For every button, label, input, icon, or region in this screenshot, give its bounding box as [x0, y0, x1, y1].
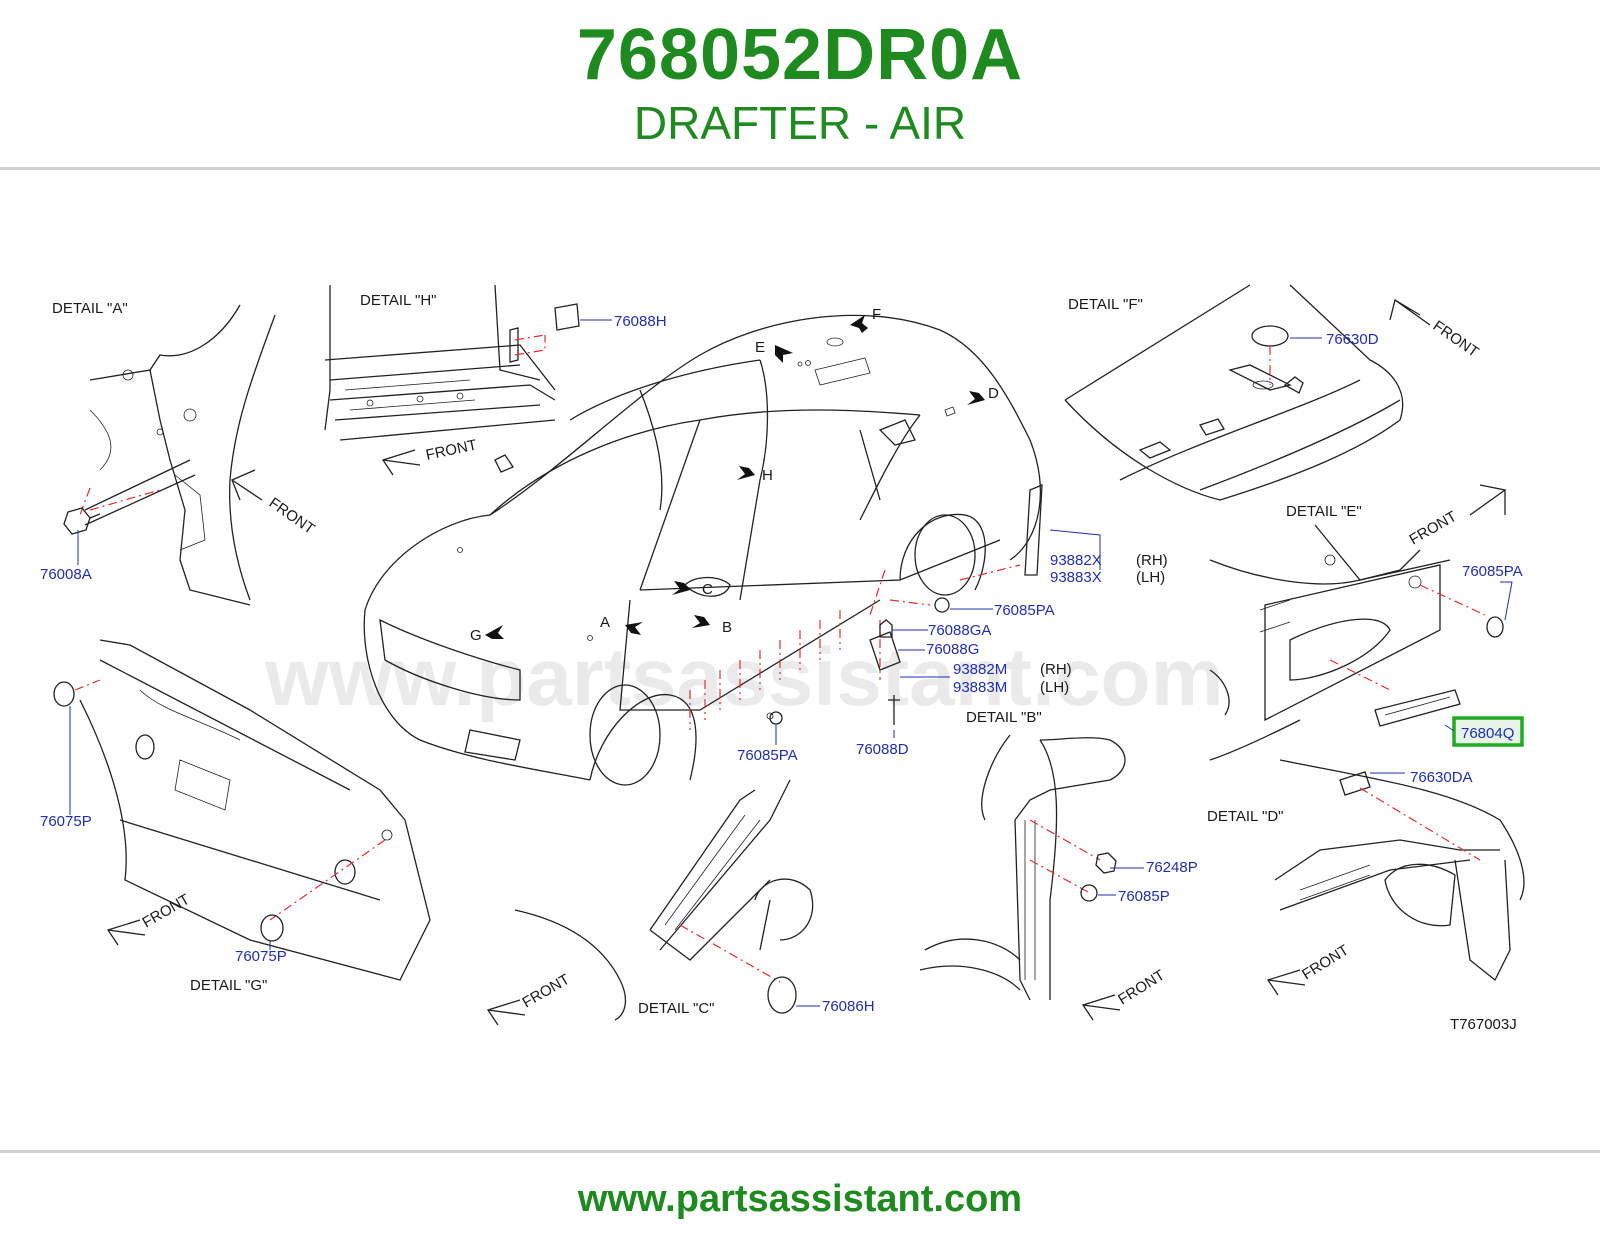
- detail-b-label: DETAIL "B": [966, 709, 1042, 726]
- detail-d-illustration: [1274, 759, 1525, 982]
- callout-arrows: [485, 315, 985, 639]
- footer-divider: [0, 1150, 1600, 1153]
- part-76085pa-3[interactable]: 76085PA: [1462, 563, 1523, 580]
- detail-g-label: DETAIL "G": [190, 977, 267, 994]
- svg-text:FRONT: FRONT: [266, 494, 318, 538]
- front-arrow-f: FRONT: [1389, 298, 1482, 361]
- svg-text:FRONT: FRONT: [1115, 967, 1168, 1009]
- detail-a-illustration: [63, 304, 276, 606]
- part-76088g[interactable]: 76088G: [926, 641, 979, 658]
- callout-a: A: [600, 614, 610, 631]
- leader-76085pa-3: [1500, 581, 1513, 621]
- car-illustration: [363, 314, 1043, 786]
- highlight-box-76804q: [1452, 716, 1524, 747]
- front-arrow-b: FRONT: [1081, 967, 1168, 1021]
- leader-93882x: [1049, 529, 1101, 570]
- detail-g-illustration: [53, 639, 431, 981]
- part-76086h[interactable]: 76086H: [822, 998, 875, 1015]
- side-lh-1: (LH): [1136, 569, 1165, 586]
- part-76085pa-2[interactable]: 76085PA: [737, 747, 798, 764]
- part-76008a[interactable]: 76008A: [40, 566, 92, 583]
- part-76085pa-1[interactable]: 76085PA: [994, 602, 1055, 619]
- part-name-subtitle: DRAFTER - AIR: [633, 97, 967, 149]
- part-76085p[interactable]: 76085P: [1118, 888, 1170, 905]
- front-arrow-g: FRONT: [106, 891, 193, 946]
- part-76630da[interactable]: 76630DA: [1410, 769, 1473, 786]
- detail-a-label: DETAIL "A": [52, 300, 128, 317]
- part-76075p-1[interactable]: 76075P: [40, 813, 92, 830]
- part-76088h[interactable]: 76088H: [614, 313, 667, 330]
- detail-b-illustration: [919, 734, 1126, 1001]
- svg-text:FRONT: FRONT: [1407, 508, 1460, 549]
- svg-text:FRONT: FRONT: [140, 891, 193, 932]
- front-arrow-h: FRONT: [381, 437, 478, 476]
- callout-e: E: [755, 339, 765, 356]
- part-93883m[interactable]: 93883M: [953, 679, 1007, 696]
- parts-diagram: www.partsassistant.com DETAIL "A" 76008A…: [40, 284, 1525, 1033]
- detail-e-label: DETAIL "E": [1286, 503, 1362, 520]
- detail-h-label: DETAIL "H": [360, 292, 437, 309]
- part-76630d[interactable]: 76630D: [1326, 331, 1379, 348]
- header-divider: [0, 167, 1600, 170]
- detail-f-label: DETAIL "F": [1068, 296, 1143, 313]
- part-93883x[interactable]: 93883X: [1050, 569, 1102, 586]
- side-rh-2: (RH): [1040, 661, 1072, 678]
- front-arrow-a: FRONT: [231, 469, 318, 538]
- front-arrow-d: FRONT: [1266, 942, 1352, 996]
- callout-c: C: [702, 581, 713, 598]
- callout-g: G: [470, 627, 482, 644]
- callout-f: F: [872, 306, 881, 323]
- svg-text:FRONT: FRONT: [1299, 942, 1352, 984]
- side-rh-1: (RH): [1136, 552, 1168, 569]
- part-93882x[interactable]: 93882X: [1050, 552, 1102, 569]
- front-arrow-c: FRONT: [486, 971, 573, 1026]
- site-url[interactable]: www.partsassistant.com: [577, 1178, 1023, 1220]
- part-76248p[interactable]: 76248P: [1146, 859, 1198, 876]
- part-93882m[interactable]: 93882M: [953, 661, 1007, 678]
- watermark-text: www.partsassistant.com: [264, 632, 1224, 723]
- part-76804q[interactable]: 76804Q: [1461, 725, 1514, 742]
- callout-b: B: [722, 619, 732, 636]
- part-76075p-2[interactable]: 76075P: [235, 948, 287, 965]
- detail-d-label: DETAIL "D": [1207, 808, 1284, 825]
- callout-h: H: [762, 467, 773, 484]
- detail-f-illustration: [1064, 284, 1404, 501]
- svg-text:FRONT: FRONT: [1430, 317, 1482, 361]
- part-76088d[interactable]: 76088D: [856, 741, 909, 758]
- detail-c-label: DETAIL "C": [638, 1000, 715, 1017]
- figure-code: T767003J: [1450, 1016, 1517, 1033]
- leader-76804q: [1444, 724, 1455, 732]
- detail-c-illustration: [514, 779, 814, 1021]
- svg-text:FRONT: FRONT: [520, 971, 573, 1012]
- detail-e-illustration: [1209, 524, 1504, 761]
- part-number-title: 768052DR0A: [576, 15, 1024, 95]
- callout-d: D: [988, 385, 999, 402]
- front-arrow-e: FRONT: [1407, 484, 1507, 549]
- part-76088ga[interactable]: 76088GA: [928, 622, 991, 639]
- side-lh-2: (LH): [1040, 679, 1069, 696]
- detail-h-illustration: [324, 284, 580, 441]
- svg-text:FRONT: FRONT: [424, 437, 478, 464]
